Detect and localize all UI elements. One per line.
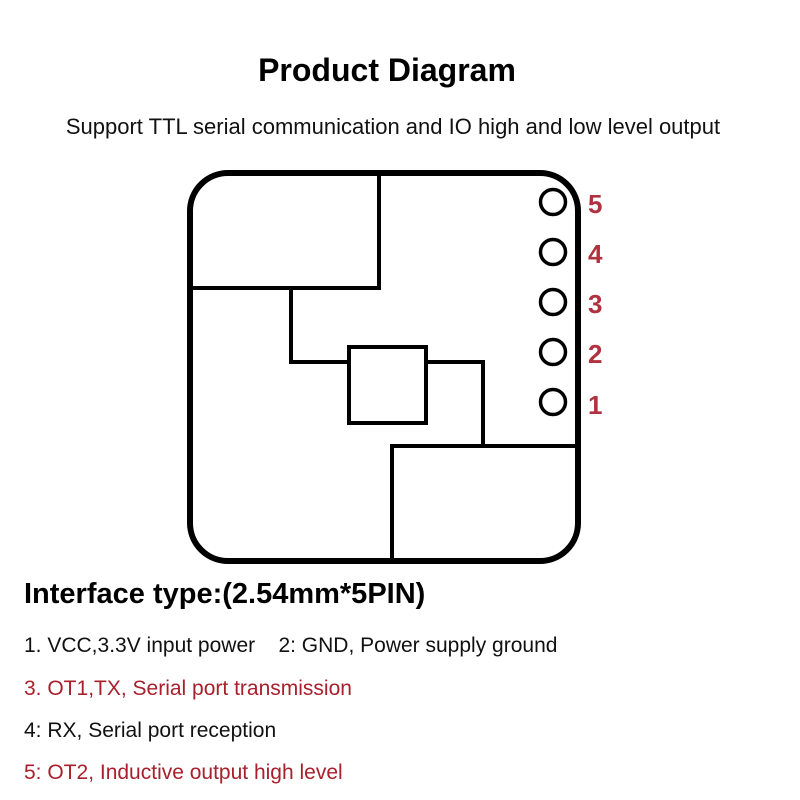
pin-1-hole bbox=[538, 387, 568, 417]
pin-5-hole bbox=[538, 187, 568, 217]
pin-3-hole bbox=[538, 287, 568, 317]
pin-label-3: 3 bbox=[588, 289, 602, 319]
interface-heading: Interface type:(2.54mm*5PIN) bbox=[24, 578, 426, 610]
top-left-block bbox=[190, 173, 381, 290]
center-chip bbox=[347, 345, 428, 425]
subtitle: Support TTL serial communication and IO … bbox=[65, 114, 721, 139]
pin-2-hole bbox=[538, 337, 568, 367]
board-outline bbox=[187, 170, 581, 564]
pin-label-1: 1 bbox=[588, 390, 602, 420]
pin-label-4: 4 bbox=[588, 239, 603, 269]
pin-desc-5: 5: OT2, Inductive output high level bbox=[24, 761, 343, 784]
page-title: Product Diagram bbox=[258, 52, 516, 88]
bottom-right-block bbox=[390, 444, 578, 561]
left-trace bbox=[289, 288, 349, 364]
pin-desc-4: 4: RX, Serial port reception bbox=[24, 719, 277, 742]
pin-label-5: 5 bbox=[588, 189, 602, 219]
pin-desc-1-2: 1. VCC,3.3V input power 2: GND, Power su… bbox=[24, 634, 558, 657]
pin-4-hole bbox=[538, 237, 568, 267]
pin-desc-3: 3. OT1,TX, Serial port transmission bbox=[24, 677, 352, 700]
pin-label-2: 2 bbox=[588, 339, 602, 369]
right-trace bbox=[426, 360, 485, 446]
